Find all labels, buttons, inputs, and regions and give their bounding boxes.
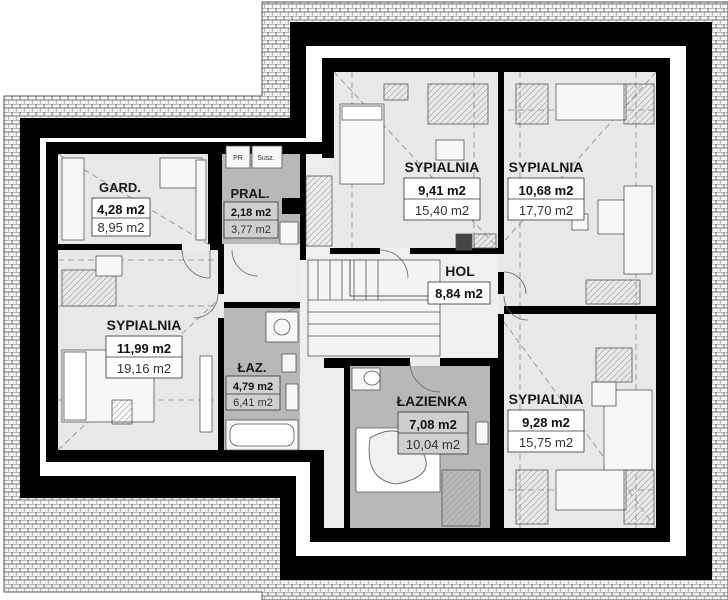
room-area: 9,41 m2 [418, 183, 466, 198]
room-labels: GARD. 4,28 m2 8,95 m2 PRAL. 2,18 m2 3,77… [91, 155, 585, 455]
room-bedroom-left: SYPIALNIA 11,99 m2 19,16 m2 [105, 317, 183, 379]
room-area: 11,99 m2 [117, 341, 171, 356]
room-name: SYPIALNIA [509, 159, 584, 175]
room-area: 8,84 m2 [435, 286, 483, 301]
room-name: PRAL. [231, 186, 270, 201]
staircase [307, 259, 441, 357]
room-name: ŁAZIENKA [397, 393, 468, 409]
room-name: GARD. [99, 180, 141, 195]
room-bedroom-bottom-right: SYPIALNIA 9,28 m2 15,75 m2 [507, 391, 585, 453]
room-floor-area: 10,04 m2 [406, 437, 460, 452]
room-hol: HOL 8,84 m2 [427, 263, 491, 305]
room-floor-area: 3,77 m2 [231, 224, 271, 236]
room-area: 4,28 m2 [97, 202, 145, 217]
room-area: 10,68 m2 [519, 183, 574, 198]
room-floor-area: 17,70 m2 [519, 203, 573, 218]
dryer-label: Susz. [257, 155, 275, 162]
room-floor-area: 15,40 m2 [415, 203, 469, 218]
room-floor-area: 15,75 m2 [519, 435, 573, 450]
room-lazienka: ŁAZIENKA 7,08 m2 10,04 m2 [397, 393, 469, 455]
room-floor-area: 19,16 m2 [117, 361, 171, 376]
room-area: 4,79 m2 [233, 381, 273, 393]
room-area: 9,28 m2 [522, 415, 570, 430]
room-area: 2,18 m2 [231, 207, 271, 219]
room-gard: GARD. 4,28 m2 8,95 m2 [91, 180, 151, 237]
interior-walls [46, 58, 656, 528]
room-name: SYPIALNIA [107, 317, 182, 333]
room-floor-area: 6,41 m2 [233, 397, 273, 409]
washer-label: PR [233, 155, 243, 162]
furniture [61, 83, 655, 527]
room-pral: PRAL. 2,18 m2 3,77 m2 PR Susz. [223, 155, 279, 239]
room-floor-area: 8,95 m2 [98, 220, 145, 235]
room-name: HOL [445, 263, 475, 279]
room-name: ŁAZ. [238, 360, 267, 375]
room-laz: ŁAZ. 4,79 m2 6,41 m2 [225, 360, 281, 411]
room-name: SYPIALNIA [509, 391, 584, 407]
room-name: SYPIALNIA [405, 159, 480, 175]
room-bedroom-top: SYPIALNIA 9,41 m2 15,40 m2 [403, 159, 481, 221]
room-bedroom-top-right: SYPIALNIA 10,68 m2 17,70 m2 [507, 159, 585, 221]
room-area: 7,08 m2 [409, 417, 457, 432]
